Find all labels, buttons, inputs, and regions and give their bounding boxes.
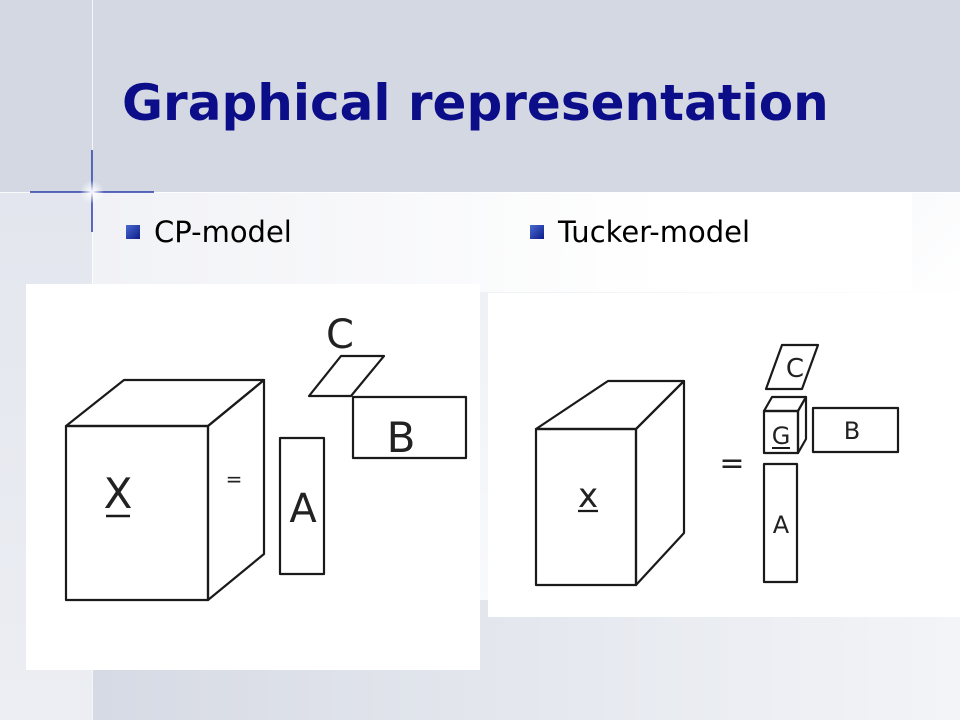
factor-a-label: A — [773, 511, 790, 539]
bullet-label: Tucker-model — [558, 215, 751, 249]
cp-model-figure: X = A B C — [26, 284, 480, 670]
factor-c-parallelogram — [307, 354, 386, 398]
bullet-label: CP-model — [154, 215, 292, 249]
factor-c-parallelogram — [764, 343, 820, 391]
tucker-model-diagram: x = G A B C — [534, 343, 900, 587]
decorative-horizontal-line — [0, 192, 960, 193]
factor-b-rect — [351, 395, 468, 460]
tensor-x-side-face — [206, 378, 266, 602]
decorative-star — [30, 150, 154, 232]
content-panel — [92, 192, 912, 292]
bullet-square-icon — [126, 225, 140, 239]
factor-b-rect — [811, 406, 900, 454]
equals-sign: = — [719, 446, 744, 481]
factor-b-label: B — [387, 413, 416, 462]
tensor-x-side-face — [634, 379, 686, 587]
factor-a-rect — [762, 462, 799, 584]
bullet-square-icon — [530, 225, 544, 239]
tucker-model-figure: x = G A B C — [488, 293, 960, 617]
bullet-tucker-model: Tucker-model — [530, 215, 750, 249]
core-g-side-face — [796, 395, 808, 455]
tensor-x-label: x — [578, 476, 598, 516]
equals-sign: = — [226, 467, 243, 491]
core-g-label: G — [772, 422, 791, 450]
header-band — [0, 0, 960, 192]
factor-a-rect — [278, 436, 326, 576]
tensor-x-label: X — [104, 469, 133, 518]
cp-model-diagram: X = A B C — [64, 312, 468, 602]
bullet-cp-model: CP-model — [126, 215, 292, 249]
factor-a-label: A — [289, 486, 317, 532]
factor-b-label: B — [844, 417, 860, 445]
factor-c-label: C — [786, 354, 804, 384]
factor-c-label: C — [326, 312, 354, 358]
slide-title: Graphical representation — [122, 74, 829, 132]
tensor-x-top-face — [534, 379, 686, 431]
tensor-x-front-face — [64, 424, 210, 602]
